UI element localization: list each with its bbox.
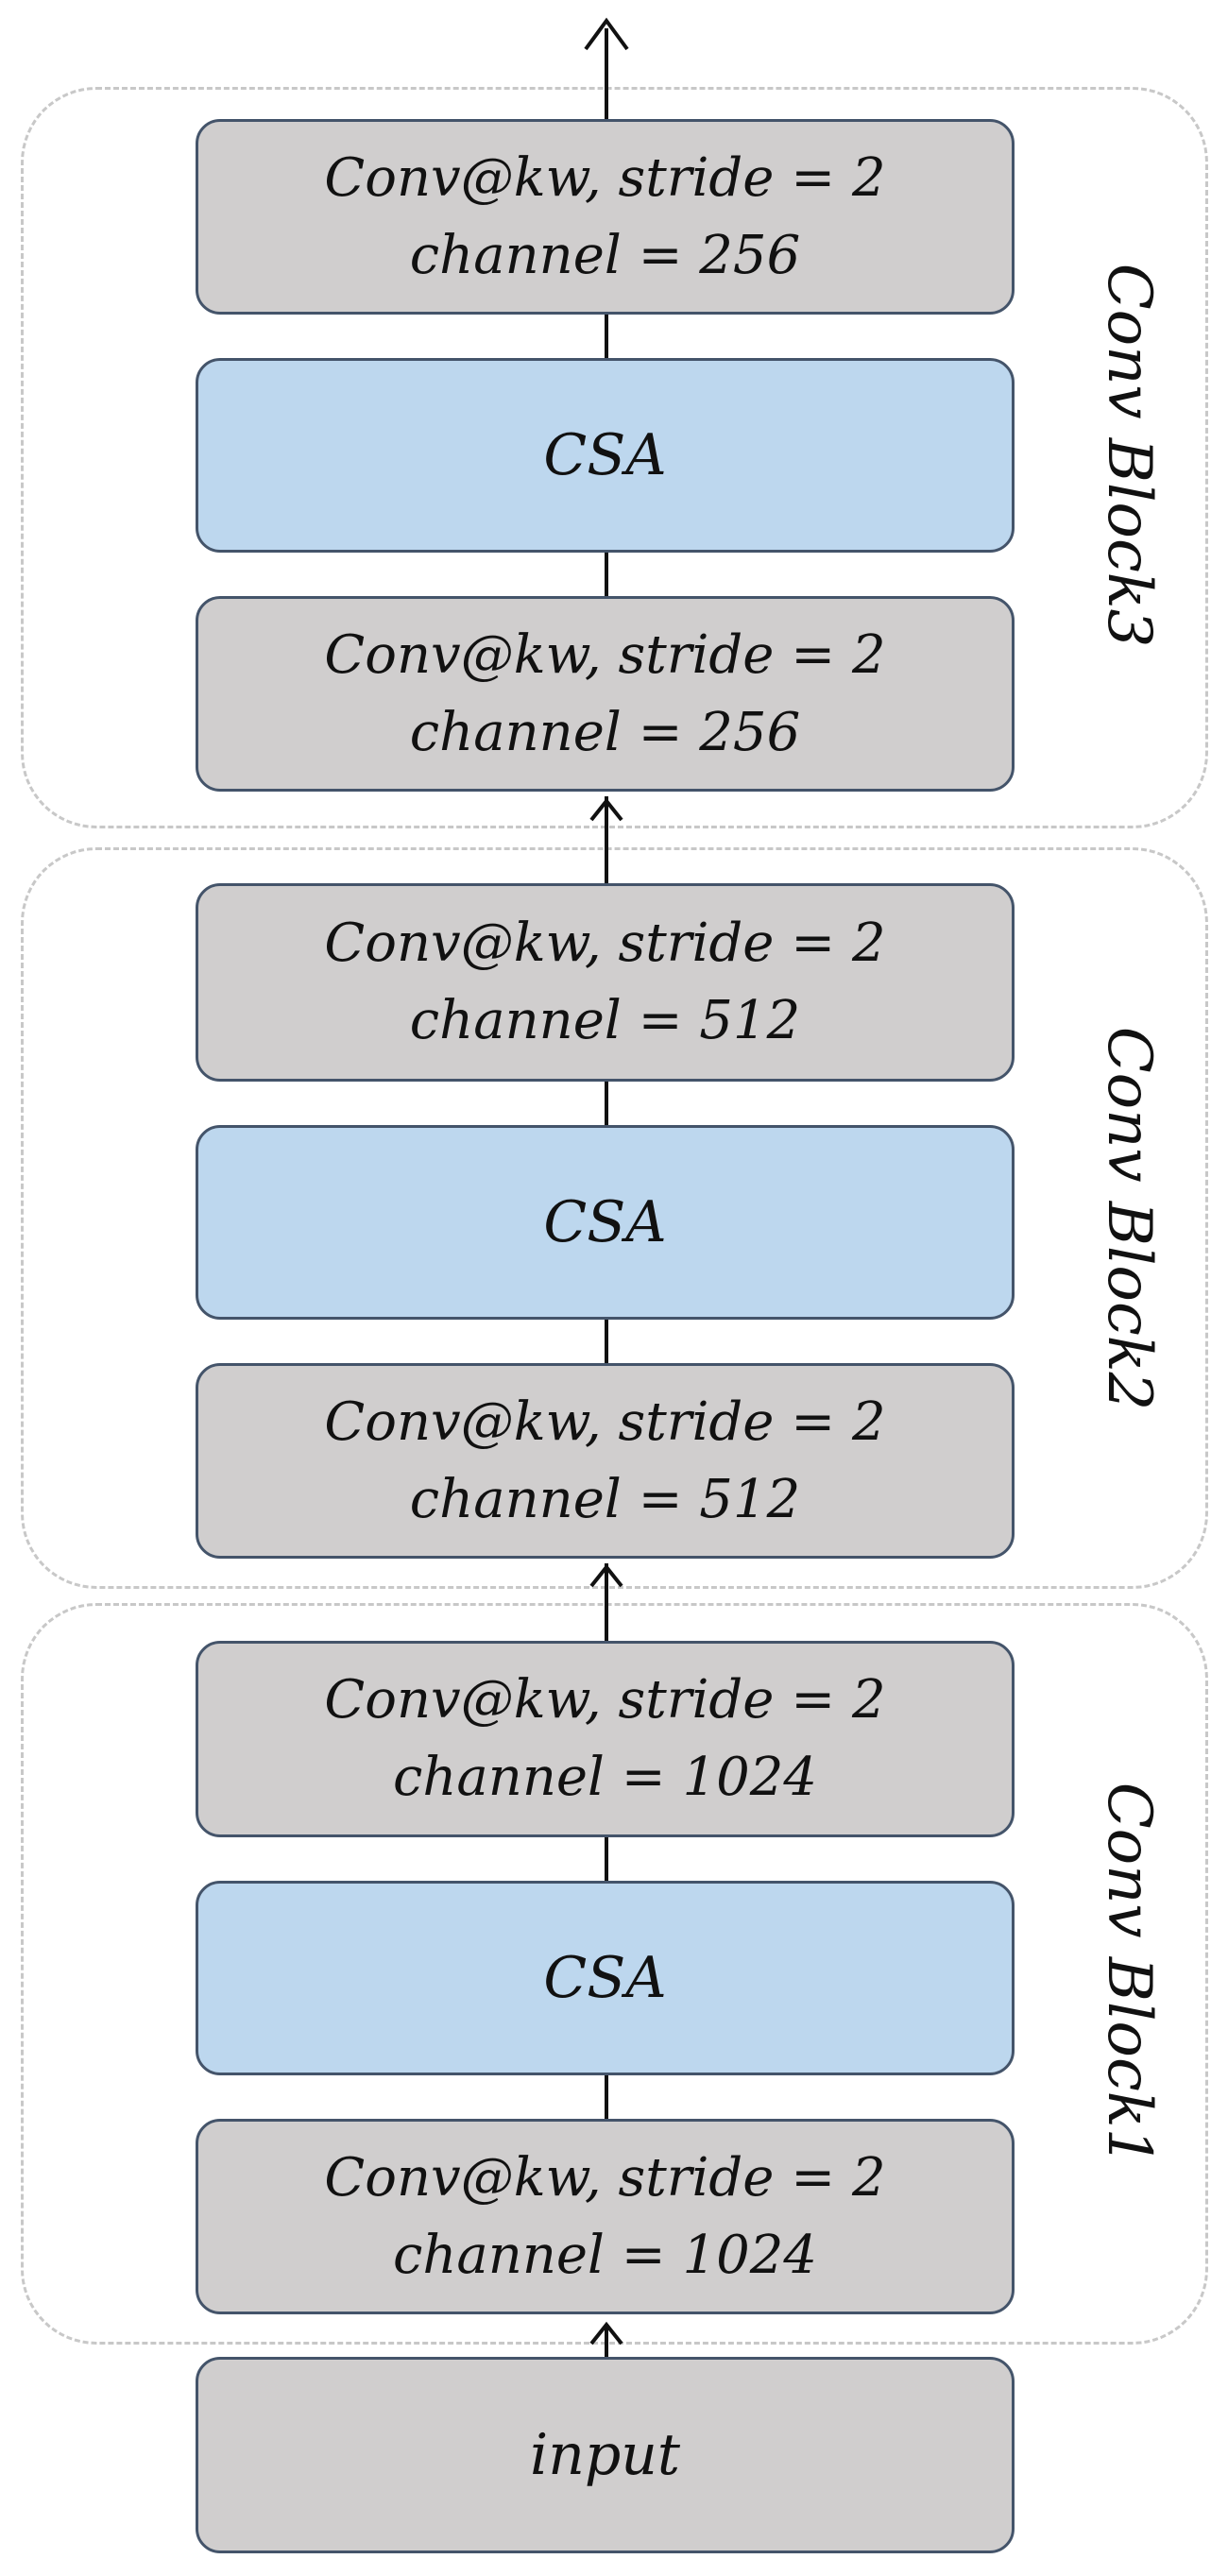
conv-op-label: Conv@kw, stride = 2 xyxy=(324,913,886,974)
conv-box: Conv@kw, stride = 2 channel = 1024 xyxy=(196,1641,1015,1837)
csa-box: CSA xyxy=(196,358,1015,553)
csa-label: CSA xyxy=(543,422,667,488)
connector-line xyxy=(605,28,608,119)
connector-line xyxy=(605,1082,608,1125)
conv-block1-group xyxy=(21,1603,1208,2345)
conv-op-label: Conv@kw, stride = 2 xyxy=(324,2146,886,2209)
csa-box: CSA xyxy=(196,1881,1015,2075)
connector-line xyxy=(605,2324,608,2357)
conv-channel-label: channel = 512 xyxy=(409,990,801,1051)
connector-line xyxy=(605,1563,608,1641)
conv-channel-label: channel = 1024 xyxy=(392,2224,818,2286)
connector-line xyxy=(605,553,608,596)
arrowhead xyxy=(589,797,623,822)
conv-box: Conv@kw, stride = 2 channel = 512 xyxy=(196,1363,1015,1559)
input-box: input xyxy=(196,2357,1015,2553)
conv-op-label: Conv@kw, stride = 2 xyxy=(324,146,886,209)
conv-box: Conv@kw, stride = 2 channel = 256 xyxy=(196,596,1015,792)
arrowhead xyxy=(589,1563,623,1588)
conv-channel-label: channel = 1024 xyxy=(392,1747,818,1808)
csa-box: CSA xyxy=(196,1125,1015,1320)
connector-line xyxy=(605,2075,608,2119)
csa-label: CSA xyxy=(543,1189,667,1255)
output-arrowhead xyxy=(584,17,629,51)
connector-line xyxy=(605,796,608,883)
csa-label: CSA xyxy=(543,1945,667,2011)
conv-block2-group xyxy=(21,847,1208,1589)
connector-line xyxy=(605,1837,608,1881)
arrowhead xyxy=(589,2321,623,2346)
input-label: input xyxy=(530,2422,680,2488)
conv-block3-group xyxy=(21,87,1208,828)
conv-box: Conv@kw, stride = 2 channel = 256 xyxy=(196,119,1015,315)
conv-op-label: Conv@kw, stride = 2 xyxy=(324,1669,886,1731)
conv-box: Conv@kw, stride = 2 channel = 1024 xyxy=(196,2119,1015,2314)
conv-op-label: Conv@kw, stride = 2 xyxy=(324,623,886,686)
conv-op-label: Conv@kw, stride = 2 xyxy=(324,1390,886,1453)
conv-channel-label: channel = 256 xyxy=(409,224,801,286)
conv-channel-label: channel = 256 xyxy=(409,701,801,763)
connector-line xyxy=(605,1320,608,1363)
conv-channel-label: channel = 512 xyxy=(409,1468,801,1530)
conv-box: Conv@kw, stride = 2 channel = 512 xyxy=(196,883,1015,1082)
connector-line xyxy=(605,315,608,358)
